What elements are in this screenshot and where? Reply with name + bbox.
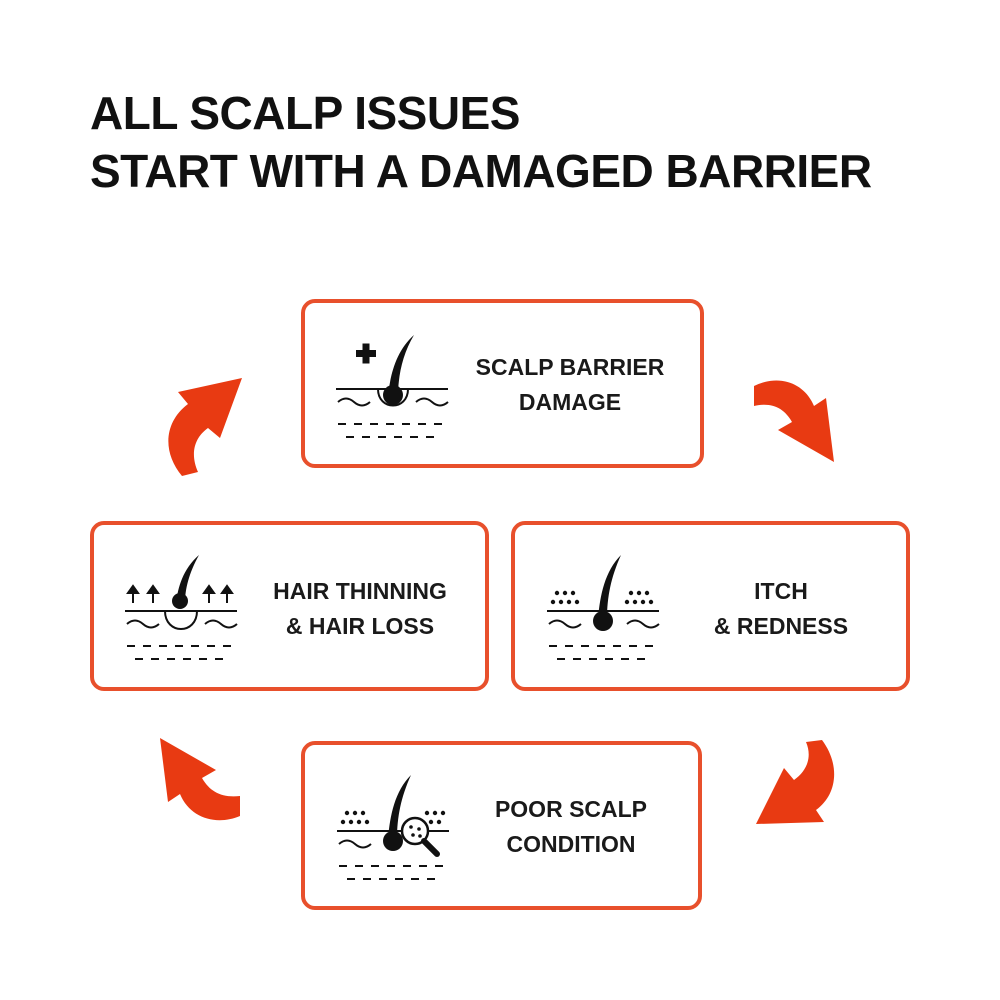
step-label-line1: ITCH	[754, 578, 808, 604]
arrow-bottom-right-icon	[756, 740, 835, 824]
step-label-line2: & HAIR LOSS	[285, 613, 435, 639]
scalp-condition-magnifier-icon	[337, 775, 449, 880]
step-box-hair-thinning: HAIR THINNING & HAIR LOSS	[90, 521, 489, 691]
arrow-top-left-icon	[168, 378, 242, 476]
step-label-line2: & REDNESS	[713, 613, 849, 639]
arrow-top-right-icon	[754, 380, 834, 462]
step-box-itch-redness: ITCH & REDNESS	[511, 521, 910, 691]
scalp-barrier-damage-icon	[336, 335, 449, 438]
title-line-1: ALL SCALP ISSUES	[90, 87, 520, 139]
scalp-itch-redness-icon	[547, 555, 660, 660]
step-label-line2: CONDITION	[506, 831, 636, 857]
step-box-scalp-barrier-damage: SCALP BARRIER DAMAGE	[301, 299, 704, 468]
step-label-line1: POOR SCALP	[494, 796, 648, 822]
step-label-line2: DAMAGE	[518, 389, 622, 415]
title-line-2: START WITH A DAMAGED BARRIER	[90, 145, 872, 197]
step-box-poor-scalp-condition: POOR SCALP CONDITION	[301, 741, 702, 910]
arrow-bottom-left-icon	[160, 738, 240, 821]
hair-thinning-loss-icon	[125, 555, 238, 660]
step-label-line1: HAIR THINNING	[273, 578, 447, 604]
page-title: ALL SCALP ISSUES START WITH A DAMAGED BA…	[90, 84, 872, 200]
step-label-line1: SCALP BARRIER	[475, 354, 665, 380]
